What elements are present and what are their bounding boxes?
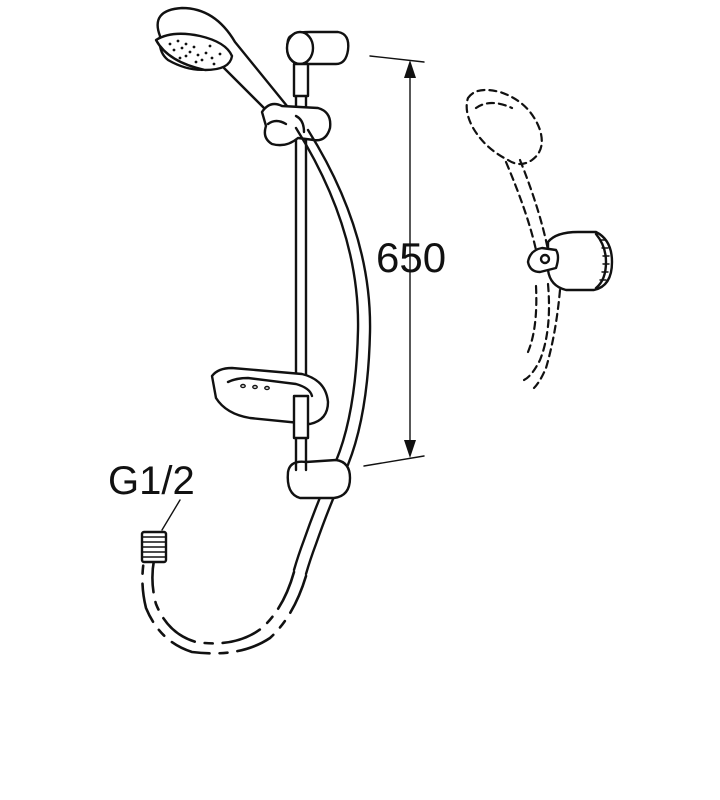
dimension-bottom-extension: [363, 455, 425, 467]
wall-holder-bracket: [526, 230, 614, 292]
dimension-arrow-bottom: [404, 440, 416, 458]
g12-leader-line: [161, 499, 181, 531]
top-wall-bracket: [285, 30, 350, 98]
height-dimension: [363, 55, 425, 467]
thread-size-label: G1/2: [108, 459, 195, 503]
slide-holder: [260, 102, 332, 147]
hand-shower: [154, 6, 304, 136]
dimension-arrow-top: [404, 60, 416, 78]
height-dimension-label: 650: [376, 234, 446, 281]
dimension-top-extension: [369, 55, 425, 63]
bottom-wall-bracket: [286, 458, 352, 500]
alternative-wall-holder: [465, 88, 614, 390]
hose-lower-dashed: [141, 558, 308, 655]
soap-dish: [210, 366, 330, 440]
shower-hose: [292, 126, 372, 576]
g12-connector: [140, 499, 181, 564]
dashed-hand-shower: [465, 88, 562, 390]
spray-nozzles: [168, 39, 222, 66]
